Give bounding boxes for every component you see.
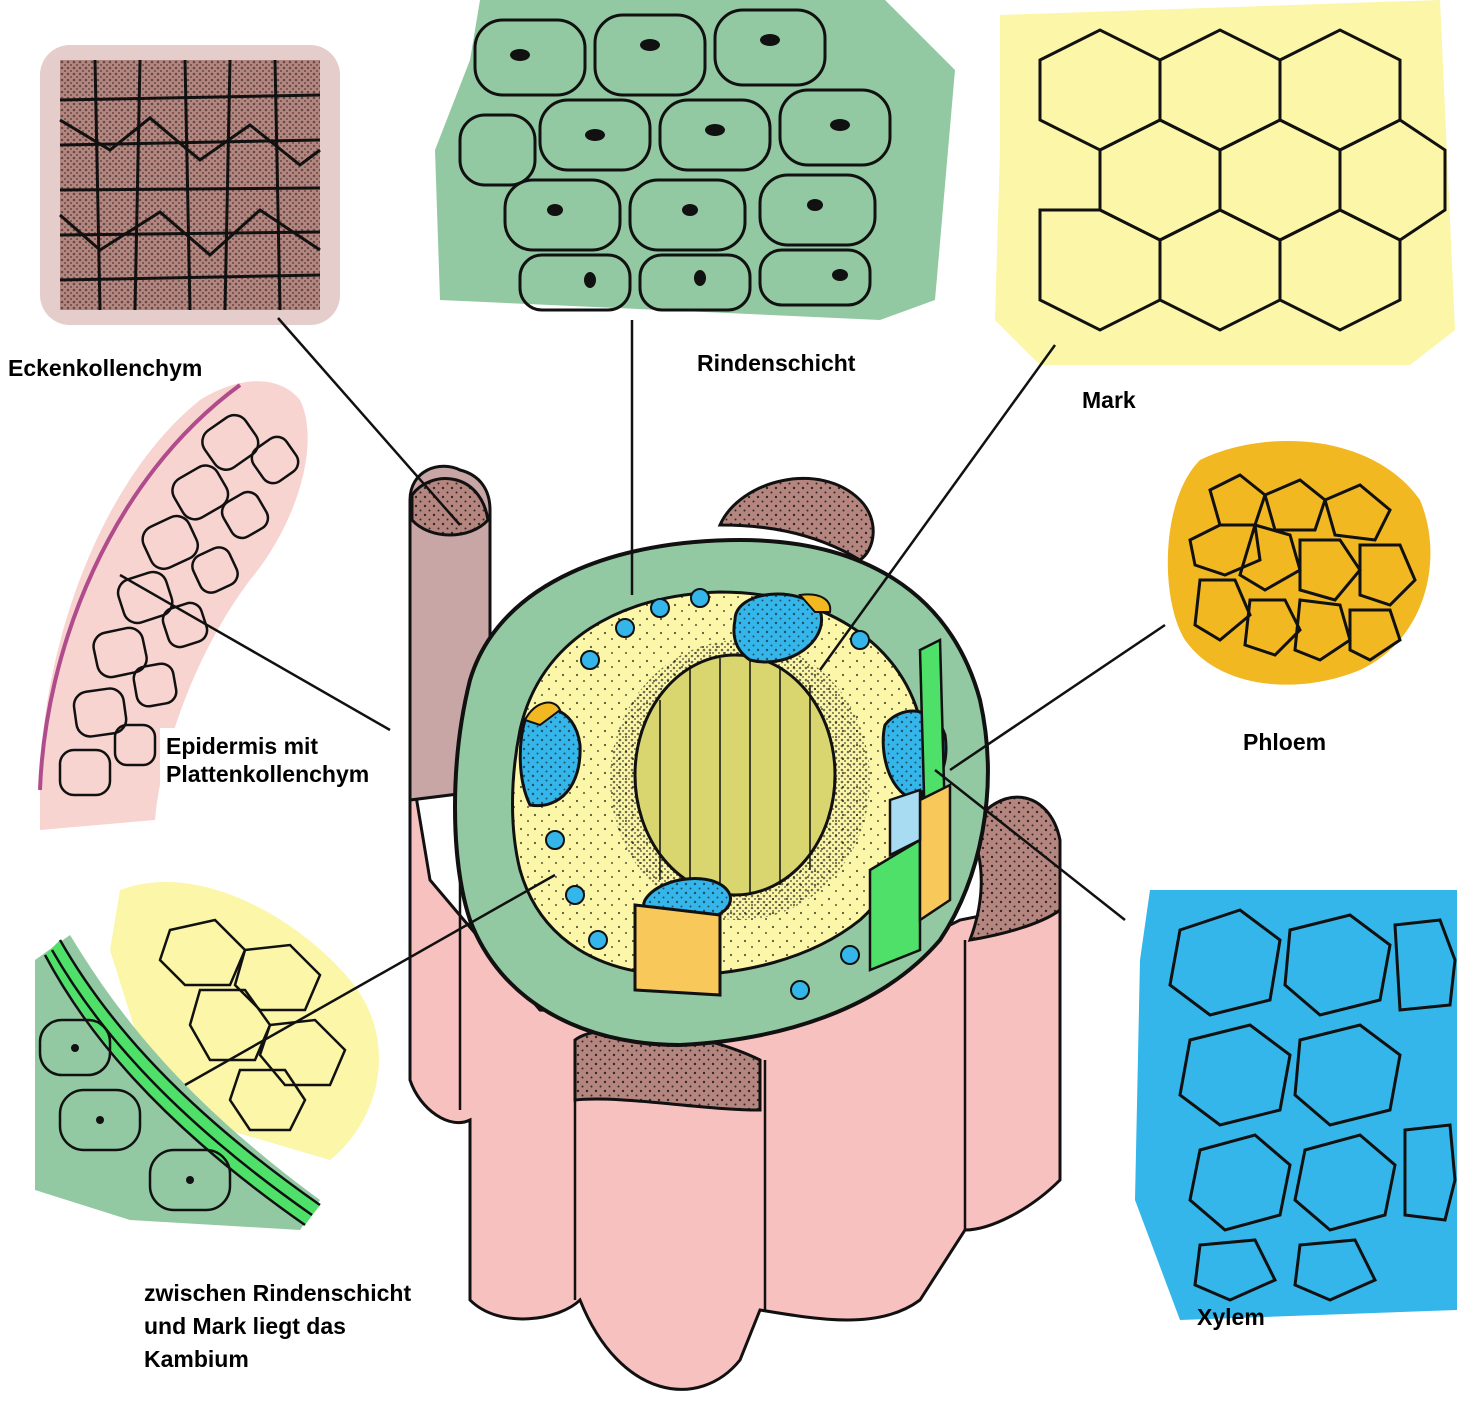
cortex-panel (435, 0, 955, 320)
label-kambium-line2: und Mark liegt das (144, 1310, 411, 1343)
label-kambium-line3: Kambium (144, 1343, 411, 1376)
phloem-panel (1168, 441, 1431, 685)
leader-phloem (950, 625, 1165, 770)
collenchyma-panel (40, 45, 340, 325)
label-epidermis-line1: Epidermis mit (166, 732, 369, 760)
label-epidermis-line2: Plattenkollenchym (166, 760, 369, 788)
xylem-panel (1135, 890, 1457, 1320)
label-epidermis: Epidermis mit Plattenkollenchym (160, 728, 375, 792)
label-eckenkollenchym: Eckenkollenchym (8, 354, 202, 382)
cambium-panel (35, 882, 379, 1230)
pith-panel (995, 0, 1455, 365)
label-xylem: Xylem (1197, 1303, 1265, 1331)
label-mark: Mark (1082, 386, 1136, 414)
label-phloem: Phloem (1243, 728, 1326, 756)
label-kambium: zwischen Rindenschicht und Mark liegt da… (144, 1277, 411, 1376)
stem-cross-section (410, 466, 1060, 1389)
label-kambium-line1: zwischen Rindenschicht (144, 1277, 411, 1310)
label-rindenschicht: Rindenschicht (697, 349, 855, 377)
